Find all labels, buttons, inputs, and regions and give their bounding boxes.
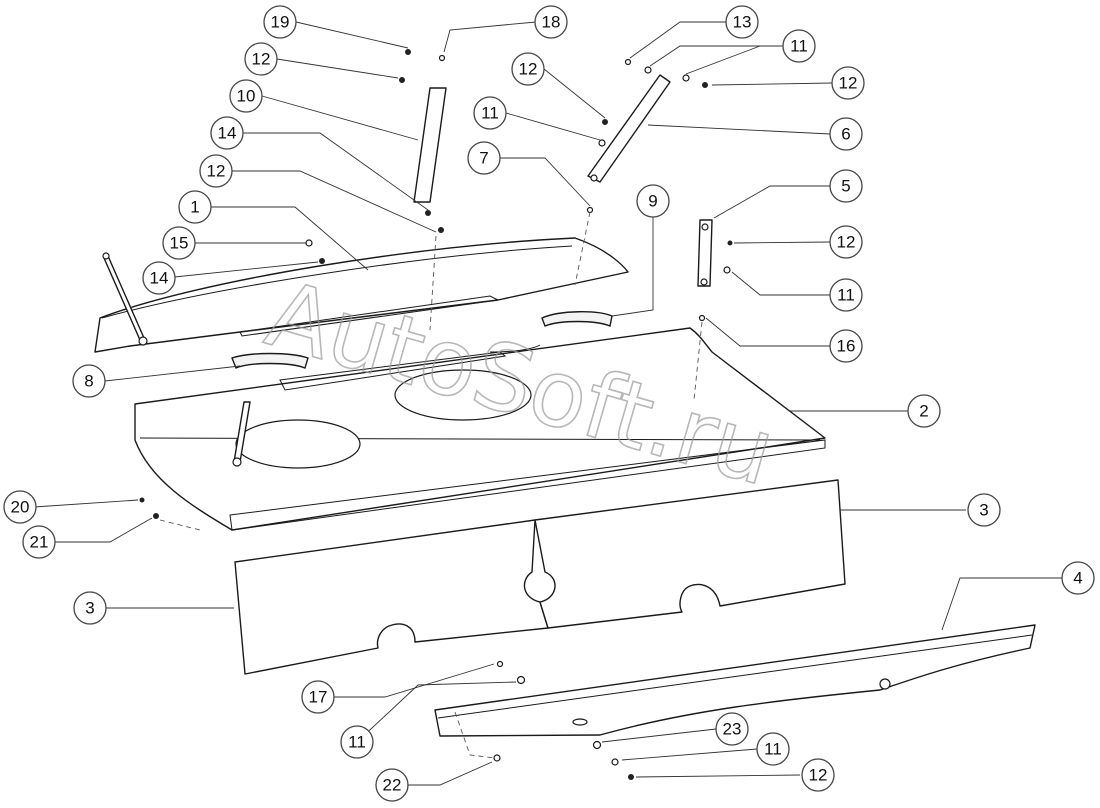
part-1-upper-cover [94, 237, 629, 353]
balloon-label: 12 [839, 74, 858, 93]
balloon-label: 12 [207, 162, 226, 181]
balloon: 12 [199, 154, 233, 188]
balloon: 21 [22, 525, 56, 559]
balloon-label: 11 [764, 740, 782, 759]
balloon-label: 12 [809, 766, 828, 785]
balloon-label: 11 [348, 733, 366, 752]
part-4-side-rail [434, 624, 1036, 737]
balloon: 5 [829, 169, 863, 203]
balloon-label: 5 [841, 177, 850, 196]
balloon-label: 11 [481, 104, 499, 123]
part-2-floor-panel [134, 327, 826, 531]
fasteners [139, 49, 733, 780]
balloon-label: 12 [252, 50, 271, 69]
part-3-carpet-panel [234, 479, 846, 675]
balloon-label: 6 [841, 125, 850, 144]
balloon-label: 19 [271, 13, 290, 32]
balloon: 16 [829, 329, 863, 363]
balloon-label: 3 [979, 501, 988, 520]
balloon-label: 16 [837, 337, 856, 356]
part-5-bracket [697, 219, 713, 287]
balloon: 12 [244, 42, 278, 76]
balloon: 8 [72, 364, 106, 398]
part-9-label-plate [541, 311, 613, 327]
balloon-label: 9 [648, 192, 657, 211]
part-6-strut [587, 74, 671, 183]
balloon: 19 [263, 5, 297, 39]
floor-panel-rod [232, 401, 251, 467]
balloon: 22 [375, 768, 409, 802]
balloon-label: 7 [479, 149, 488, 168]
balloon-label: 21 [30, 533, 49, 552]
balloon: 12 [831, 66, 865, 100]
assembly-lines [159, 211, 703, 759]
balloon: 23 [715, 712, 749, 746]
balloon: 17 [301, 680, 335, 714]
balloon-label: 18 [542, 13, 561, 32]
balloon-label: 14 [218, 124, 237, 143]
part-8-label-plate [231, 352, 309, 369]
balloon: 4 [1061, 561, 1095, 595]
balloon: 11 [340, 725, 374, 759]
balloon: 15 [162, 226, 196, 260]
part-10-strut [413, 87, 447, 203]
balloon: 6 [829, 117, 863, 151]
balloon-label: 23 [723, 720, 742, 739]
balloon: 1 [178, 190, 212, 224]
balloon-label: 12 [519, 60, 538, 79]
balloon: 13 [725, 5, 759, 39]
balloon-label: 17 [309, 688, 328, 707]
balloon: 3 [967, 493, 1001, 527]
balloon: 20 [3, 490, 37, 524]
balloon: 2 [907, 394, 941, 428]
balloon: 11 [756, 732, 790, 766]
balloon-label: 15 [170, 234, 189, 253]
balloon-label: 20 [11, 498, 30, 517]
balloon: 7 [467, 141, 501, 175]
balloon-label: 14 [150, 269, 169, 288]
balloon-label: 3 [85, 599, 94, 618]
balloon: 9 [636, 184, 670, 218]
balloon: 14 [210, 116, 244, 150]
balloon: 18 [534, 5, 568, 39]
balloon-label: 2 [919, 402, 928, 421]
balloon-label: 4 [1073, 569, 1082, 588]
balloon-label: 12 [837, 233, 856, 252]
balloon: 11 [473, 96, 507, 130]
balloon-label: 22 [383, 776, 402, 795]
balloon-label: 11 [790, 37, 808, 56]
balloon-label: 8 [84, 372, 93, 391]
balloon: 11 [782, 29, 816, 63]
balloon: 11 [829, 278, 863, 312]
balloon: 3 [73, 591, 107, 625]
balloon-label: 11 [837, 286, 855, 305]
balloon: 12 [511, 52, 545, 86]
balloon: 10 [229, 79, 263, 113]
balloon-label: 1 [190, 198, 199, 217]
part-15-rod [102, 252, 148, 346]
balloon: 12 [829, 225, 863, 259]
balloon: 12 [801, 758, 835, 792]
balloon-label: 10 [237, 87, 256, 106]
balloon: 14 [142, 261, 176, 295]
balloon-label: 13 [733, 13, 752, 32]
